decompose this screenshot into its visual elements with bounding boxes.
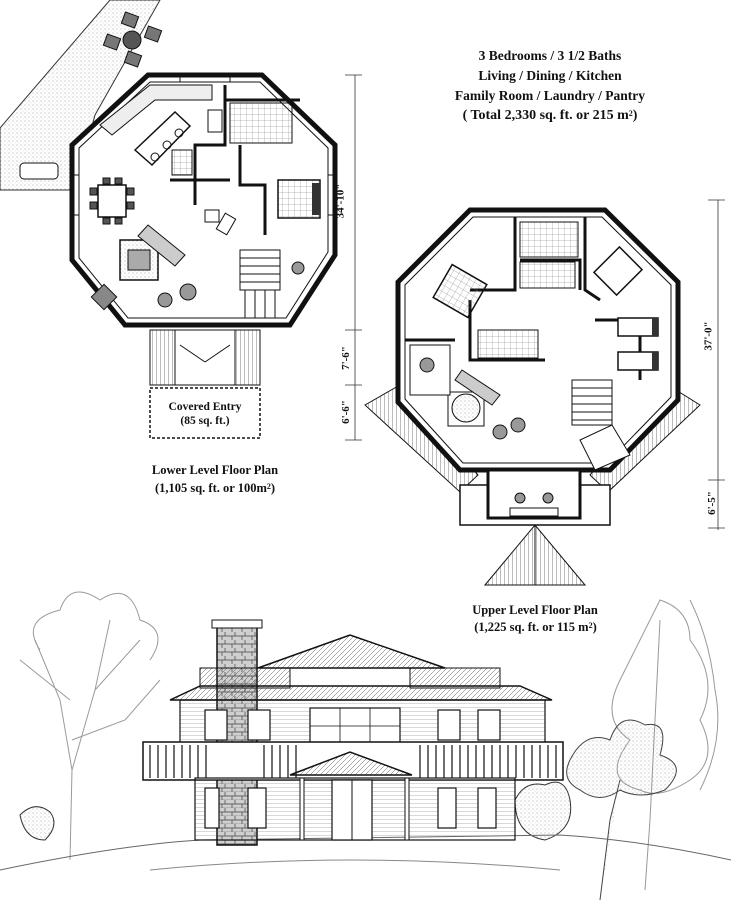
summary-rooms: Living / Dining / Kitchen	[478, 68, 622, 83]
tree-right-front	[566, 719, 677, 901]
sofa-icon	[454, 369, 501, 406]
lower-height-dimension: 34'-10"	[334, 183, 347, 219]
lower-plan-title: Lower Level Floor Plan	[151, 463, 279, 477]
patio-table-set	[102, 11, 163, 68]
patio-area	[0, 0, 161, 191]
deck-depth-dimension: 6'-5"	[705, 491, 718, 515]
fireplace-icon	[90, 283, 118, 311]
upper-level-plan	[364, 199, 725, 586]
master-bed-icon	[432, 263, 488, 319]
summary-bedrooms: 3 Bedrooms / 3 1/2 Baths	[478, 48, 622, 63]
lower-plan-area: (1,105 sq. ft. or 100m2)	[154, 481, 276, 495]
lower-level-plan	[0, 0, 362, 441]
shrubs	[19, 781, 572, 841]
summary-extra-rooms: Family Room / Laundry / Pantry	[454, 88, 646, 103]
upper-plan-area: (1,225 sq. ft. or 115 m2)	[474, 620, 597, 634]
upper-stairs	[571, 379, 631, 471]
covered-entry-label: Covered Entry (85 sq. ft.)	[168, 401, 242, 427]
front-elevation	[0, 591, 731, 901]
entry-depth-dimension: 7'-6"	[339, 346, 352, 370]
entry-gable	[289, 751, 413, 776]
lower-stairs	[239, 249, 281, 318]
porch-depth-dimension: 6'-6"	[339, 400, 352, 424]
car-icon	[19, 162, 59, 180]
plan-summary: 3 Bedrooms / 3 1/2 Baths Living / Dining…	[440, 46, 660, 126]
dining-table	[97, 184, 127, 218]
summary-total-area: ( Total 2,330 sq. ft. or 215 m2)	[462, 108, 638, 123]
left-deck	[364, 384, 479, 493]
covered-entry	[149, 329, 261, 439]
upper-plan-title: Upper Level Floor Plan	[472, 603, 598, 617]
kitchen-island	[133, 110, 192, 167]
upper-height-dimension: 37'-0"	[702, 321, 715, 351]
sofa-icon	[137, 224, 186, 267]
upper-roof	[257, 634, 446, 669]
tree-left	[19, 591, 161, 861]
